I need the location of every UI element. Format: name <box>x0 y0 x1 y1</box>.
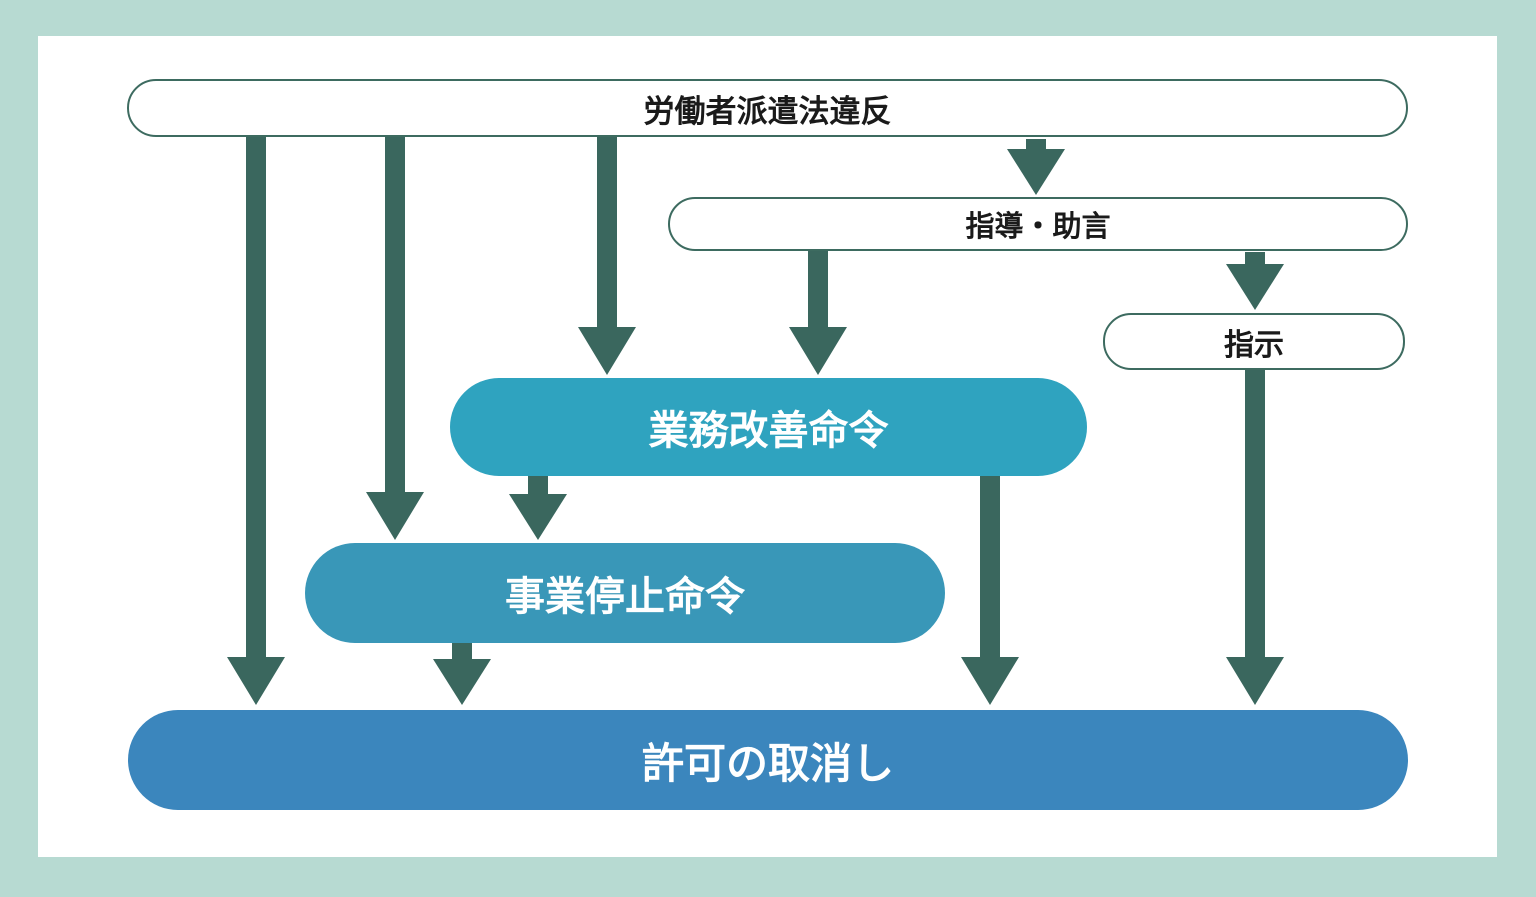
arrow-head-icon <box>227 657 285 705</box>
arrow-shaft <box>980 476 1000 657</box>
arrow-head-icon <box>578 327 636 375</box>
arrow-shaft <box>1245 252 1265 264</box>
arrow-shaft <box>808 250 828 327</box>
arrow-shaft <box>246 137 266 657</box>
arrow-improvement-to-revocation <box>961 476 1019 705</box>
arrow-shaft <box>1026 139 1046 149</box>
node-instruction: 指示 <box>1103 313 1405 370</box>
arrow-violation-to-guidance <box>1007 139 1065 195</box>
node-violation: 労働者派遣法違反 <box>127 79 1408 137</box>
arrow-head-icon <box>1226 264 1284 310</box>
arrow-shaft <box>452 643 472 659</box>
node-suspension-order: 事業停止命令 <box>305 543 945 643</box>
arrow-shaft <box>597 137 617 327</box>
arrow-head-icon <box>366 492 424 540</box>
arrow-shaft <box>528 476 548 494</box>
arrow-head-icon <box>433 659 491 705</box>
arrow-head-icon <box>789 327 847 375</box>
arrow-suspension-to-revocation <box>433 643 491 705</box>
arrow-head-icon <box>509 494 567 540</box>
arrow-guidance-to-instruction <box>1226 252 1284 310</box>
node-improvement-order: 業務改善命令 <box>450 378 1087 476</box>
arrow-head-icon <box>1007 149 1065 195</box>
arrow-head-icon <box>961 657 1019 705</box>
arrow-violation-to-revocation <box>227 137 285 705</box>
arrow-instruction-to-revocation <box>1226 370 1284 705</box>
arrow-shaft <box>1245 370 1265 657</box>
node-guidance: 指導・助言 <box>668 197 1408 251</box>
arrow-improvement-to-suspension <box>509 476 567 540</box>
arrow-head-icon <box>1226 657 1284 705</box>
arrow-violation-to-improvement <box>578 137 636 375</box>
node-revocation: 許可の取消し <box>128 710 1408 810</box>
arrow-shaft <box>385 137 405 492</box>
arrow-guidance-to-improvement <box>789 250 847 375</box>
arrow-violation-to-suspension <box>366 137 424 540</box>
